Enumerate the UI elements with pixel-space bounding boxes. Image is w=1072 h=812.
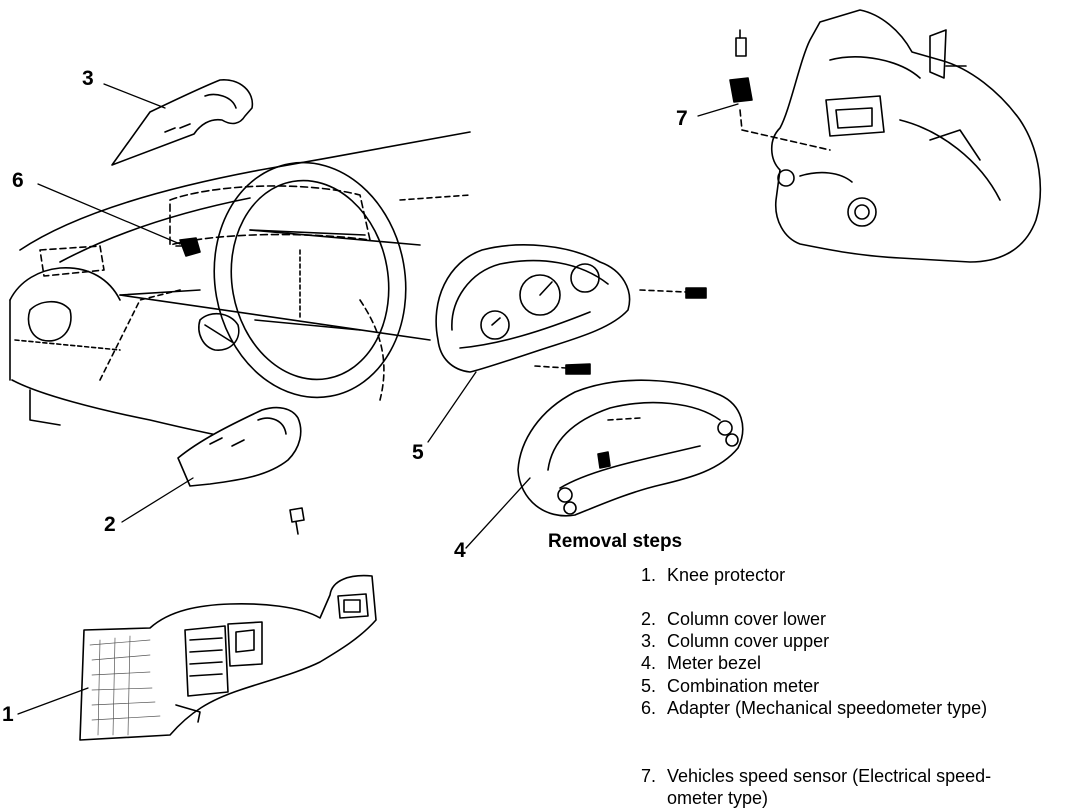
knee-protector-drawing bbox=[79, 574, 377, 741]
callout-3: 3 bbox=[82, 67, 94, 90]
removal-step: 2.Column cover lower bbox=[641, 609, 827, 629]
removal-step-continuation: ometer type) bbox=[667, 788, 769, 808]
combination-meter-drawing bbox=[435, 244, 707, 375]
transaxle-drawing bbox=[729, 9, 1042, 263]
adapter-part-drawing bbox=[175, 237, 201, 257]
callout-7: 7 bbox=[676, 107, 688, 130]
dashboard-drawing bbox=[9, 131, 471, 446]
callout-2: 2 bbox=[104, 513, 116, 536]
removal-step: 7.Vehicles speed sensor (Electrical spee… bbox=[641, 766, 992, 786]
callout-leader-lines bbox=[17, 83, 739, 715]
callout-4: 4 bbox=[454, 539, 466, 562]
removal-steps-title: Removal steps bbox=[548, 531, 683, 552]
meter-bezel-drawing bbox=[517, 379, 744, 517]
callout-5: 5 bbox=[412, 441, 424, 464]
removal-step: 1.Knee protector bbox=[641, 565, 786, 585]
column-cover-upper-drawing bbox=[111, 79, 254, 166]
removal-step: 5.Combination meter bbox=[641, 676, 820, 696]
removal-step: 6.Adapter (Mechanical speedometer type) bbox=[641, 698, 988, 718]
callout-1: 1 bbox=[2, 703, 14, 726]
removal-step: 4.Meter bezel bbox=[641, 653, 762, 673]
removal-step: 3.Column cover upper bbox=[641, 631, 830, 651]
callout-6: 6 bbox=[12, 169, 24, 192]
column-cover-lower-drawing bbox=[177, 406, 305, 535]
